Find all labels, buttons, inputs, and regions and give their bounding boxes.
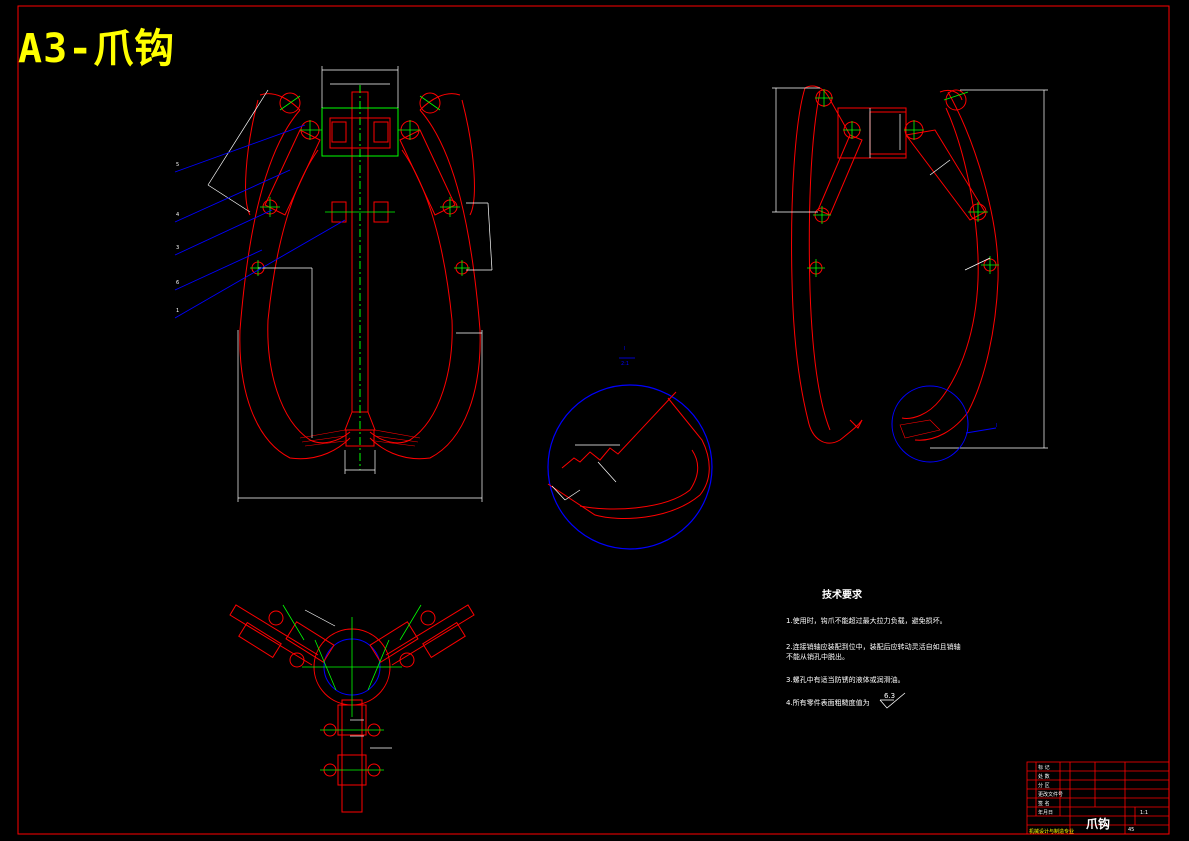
detail-label-top: I [624,346,626,352]
front-view [239,85,481,470]
part-number-4: 4 [176,212,180,218]
part-number-1: 1 [176,308,180,314]
part-name: 爪钩 [1086,817,1111,831]
detail-callout-label: I [996,423,998,429]
title-block-footer: 机械设计与制造专业 [1029,829,1075,835]
right-arm-outer [369,109,481,460]
side-right-arm [914,91,999,441]
detail-i-marker-circle [891,385,969,463]
roughness-symbol [879,692,906,709]
left-arm-outer [239,109,351,460]
right-arm-inner [369,149,453,444]
sheet-border [17,5,1170,835]
side-view-dimensions [772,87,1048,449]
side-block [837,107,907,159]
requirement-item: 2.连接销轴应装配到位中，装配后应转动灵活自如且销轴不能从销孔中脱出。 [786,643,961,661]
detail-label-scale: 2:1 [621,361,630,367]
title-block-row: 分 区 [1038,783,1050,789]
side-view [791,85,999,444]
title-block-row: 年月日 [1038,810,1054,816]
title-block-row: 更改文件号 [1038,792,1064,798]
top-view-dimensions [304,609,392,749]
roughness-value: 6.3 [884,692,896,700]
top-view-centerlines [282,604,422,771]
part-number-3: 3 [176,245,180,251]
detail-i-view-circle [547,384,713,550]
requirements-heading: 技术要求 [822,590,862,601]
part-number-5: 5 [176,162,180,168]
material-value: 45 [1128,827,1135,833]
part-leaders [174,124,346,319]
side-view-centerlines [807,89,999,277]
detail-i-profile [547,391,710,519]
title-block-row: 签 名 [1038,801,1050,807]
scale-value: 1:1 [1140,810,1149,816]
title-block-row: 处 数 [1038,774,1050,780]
title-block-row: 标 记 [1038,765,1050,771]
part-number-6: 6 [176,280,180,286]
detail-i-dimensions [551,444,620,501]
requirement-item: 3.螺孔中有适当防锈的液体或润滑油。 [786,676,905,684]
left-arm-inner [267,149,351,444]
top-yoke [321,107,399,157]
requirement-item: 1.使用时，钩爪不能超过最大拉力负载，避免损坏。 [786,617,947,625]
page-title: A3-爪钩 [18,26,176,72]
front-view-dimensions [207,66,493,502]
requirement-item: 4.所有零件表面粗糙度值为 [786,699,870,707]
side-left-arm [791,87,863,444]
title-block [1026,761,1170,835]
